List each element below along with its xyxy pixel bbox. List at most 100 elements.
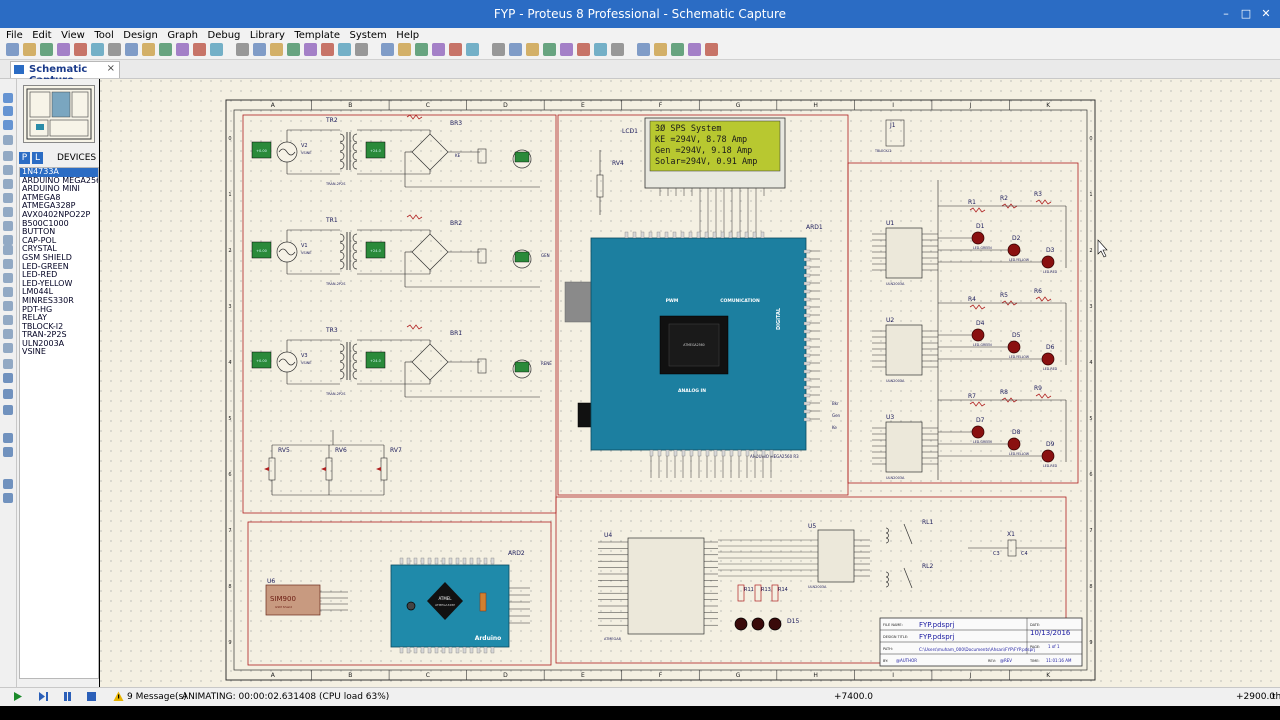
device-item[interactable]: CAP-POL <box>22 236 57 245</box>
notes-icon[interactable] <box>193 43 206 56</box>
undo-icon[interactable] <box>381 43 394 56</box>
device-item[interactable]: ARDUINO MEGA2560 I <box>22 176 98 185</box>
stop-icon[interactable] <box>86 691 97 702</box>
zoom-pan-icon[interactable] <box>287 43 300 56</box>
tape-recorder-icon[interactable] <box>3 235 13 245</box>
device-item[interactable]: 1N4733A <box>20 168 98 177</box>
erc-icon[interactable] <box>688 43 701 56</box>
circle-icon[interactable] <box>3 329 13 339</box>
menu-template[interactable]: Template <box>294 30 340 41</box>
wire-autorouter-icon[interactable] <box>611 43 624 56</box>
device-item[interactable]: ATMEGA8 <box>22 193 61 202</box>
device-item[interactable]: AVX0402NPO22P <box>22 210 91 219</box>
pick-devices-button[interactable]: P <box>19 152 30 164</box>
zoom-in-icon[interactable] <box>304 43 317 56</box>
origin-icon[interactable] <box>270 43 283 56</box>
bus-icon[interactable] <box>3 165 13 175</box>
terminal-icon[interactable] <box>3 193 13 203</box>
schematic-icon[interactable] <box>91 43 104 56</box>
minimize-button[interactable]: – <box>1223 7 1229 20</box>
close-tab-icon[interactable]: × <box>106 63 115 74</box>
path-icon[interactable] <box>3 359 13 369</box>
bom-report-icon[interactable] <box>705 43 718 56</box>
arc-icon[interactable] <box>3 343 13 353</box>
close-window-button[interactable]: ✕ <box>1261 7 1271 20</box>
menu-library[interactable]: Library <box>249 30 285 41</box>
menu-design[interactable]: Design <box>123 30 158 41</box>
rotate-cw-icon[interactable] <box>3 433 13 443</box>
play-icon[interactable] <box>12 691 23 702</box>
device-item[interactable]: PDT-HG <box>22 305 53 314</box>
refresh-icon[interactable] <box>236 43 249 56</box>
home-icon[interactable] <box>74 43 87 56</box>
flip-v-icon[interactable] <box>3 493 13 503</box>
pcb-icon[interactable] <box>108 43 121 56</box>
netlist-icon[interactable] <box>671 43 684 56</box>
device-item[interactable]: RELAY <box>22 314 47 323</box>
block-copy-icon[interactable] <box>466 43 479 56</box>
current-probe-icon[interactable] <box>3 273 13 283</box>
text-icon[interactable] <box>3 373 13 383</box>
block-delete-icon[interactable] <box>526 43 539 56</box>
zoom-all-icon[interactable] <box>338 43 351 56</box>
voltage-probe-icon[interactable] <box>3 259 13 269</box>
search-icon[interactable] <box>637 43 650 56</box>
messages-count[interactable]: 9 Message(s) <box>127 692 187 702</box>
line-icon[interactable] <box>3 301 13 311</box>
device-item[interactable]: LED-YELLOW <box>22 279 73 288</box>
cut-icon[interactable] <box>415 43 428 56</box>
3d-icon[interactable] <box>159 43 172 56</box>
overview-window[interactable] <box>23 85 95 143</box>
menu-tool[interactable]: Tool <box>94 30 114 41</box>
block-rotate-icon[interactable] <box>509 43 522 56</box>
device-item[interactable]: LED-GREEN <box>22 262 69 271</box>
menu-edit[interactable]: Edit <box>32 30 52 41</box>
menu-system[interactable]: System <box>349 30 387 41</box>
device-item[interactable]: CRYSTAL <box>22 245 57 254</box>
flip-h-icon[interactable] <box>3 479 13 489</box>
make-device-icon[interactable] <box>560 43 573 56</box>
device-item[interactable]: LED-RED <box>22 271 58 280</box>
menu-debug[interactable]: Debug <box>207 30 241 41</box>
component-mode-icon[interactable] <box>3 106 13 116</box>
graph-icon[interactable] <box>3 221 13 231</box>
device-item[interactable]: B500C1000 <box>22 219 69 228</box>
device-item[interactable]: ATMEGA328P <box>22 202 76 211</box>
menu-graph[interactable]: Graph <box>167 30 198 41</box>
pick-icon[interactable] <box>543 43 556 56</box>
bom-icon[interactable] <box>142 43 155 56</box>
code-icon[interactable] <box>176 43 189 56</box>
redo-icon[interactable] <box>398 43 411 56</box>
symbol-icon[interactable] <box>3 389 13 399</box>
device-item[interactable]: TRAN-2P2S <box>22 331 67 340</box>
device-item[interactable]: BUTTON <box>22 228 56 237</box>
maximize-button[interactable]: □ <box>1240 7 1252 20</box>
zoom-out-icon[interactable] <box>321 43 334 56</box>
device-item[interactable]: GSM SHIELD <box>22 253 72 262</box>
menu-view[interactable]: View <box>61 30 85 41</box>
new-icon[interactable] <box>6 43 19 56</box>
device-item[interactable]: LM044L <box>22 288 54 297</box>
device-item[interactable]: ARDUINO MINI <box>22 185 80 194</box>
open-icon[interactable] <box>23 43 36 56</box>
menu-help[interactable]: Help <box>396 30 420 41</box>
selection-mode-icon[interactable] <box>3 93 13 103</box>
property-icon[interactable] <box>654 43 667 56</box>
step-icon[interactable] <box>38 691 49 702</box>
package-icon[interactable] <box>577 43 590 56</box>
device-item[interactable]: TBLOCK-I2 <box>22 322 64 331</box>
tab-schematic-capture[interactable]: Schematic Capture × <box>10 61 120 86</box>
zoom-area-icon[interactable] <box>355 43 368 56</box>
junction-icon[interactable] <box>3 120 13 130</box>
help-icon[interactable] <box>210 43 223 56</box>
save-icon[interactable] <box>40 43 53 56</box>
rotate-ccw-icon[interactable] <box>3 447 13 457</box>
import-icon[interactable] <box>57 43 70 56</box>
device-item[interactable]: VSINE <box>22 348 46 357</box>
decompose-icon[interactable] <box>594 43 607 56</box>
library-manager-button[interactable]: L <box>32 152 43 164</box>
grid-icon[interactable] <box>253 43 266 56</box>
virtual-instrument-icon[interactable] <box>3 287 13 297</box>
